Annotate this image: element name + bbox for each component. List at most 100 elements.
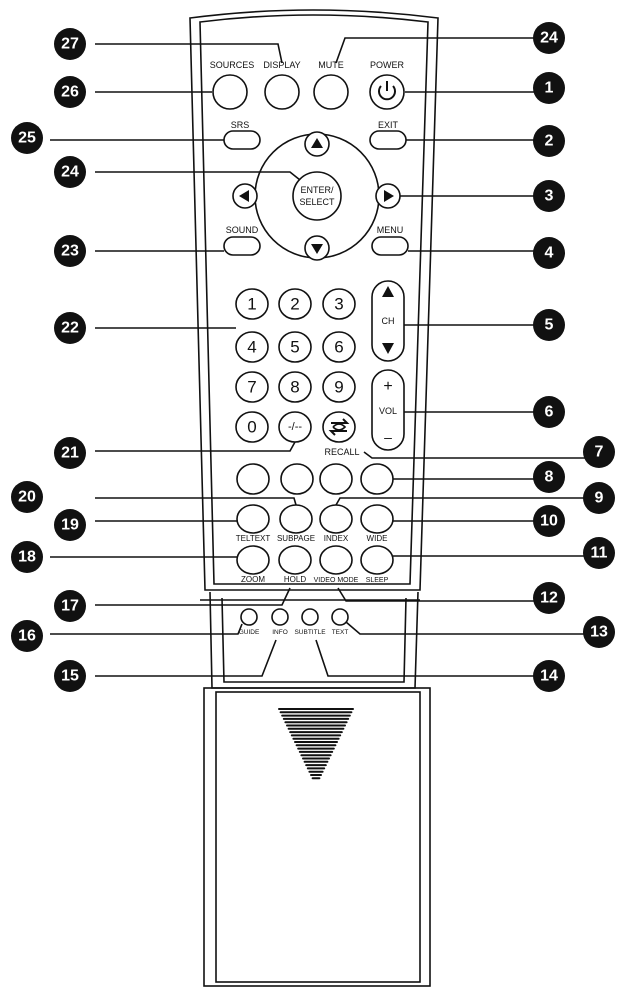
grille-line bbox=[279, 711, 353, 714]
grille-line bbox=[306, 767, 326, 770]
callout-6-label: 6 bbox=[545, 404, 554, 421]
video-mode-label: VIDEO MODE bbox=[314, 577, 359, 584]
grille-line bbox=[302, 757, 330, 760]
digit-0-label: 0 bbox=[247, 418, 256, 437]
callout-19 bbox=[54, 509, 86, 541]
color-button-2[interactable] bbox=[280, 463, 314, 495]
sleep-label: SLEEP bbox=[366, 577, 389, 584]
callout-16 bbox=[11, 620, 43, 652]
color-button-1[interactable] bbox=[236, 463, 270, 495]
menu-label: MENU bbox=[377, 225, 404, 235]
exit-button[interactable] bbox=[369, 130, 407, 150]
subpage-label: SUBPAGE bbox=[277, 534, 315, 543]
digit-2-label: 2 bbox=[290, 295, 299, 314]
zoom-button[interactable] bbox=[236, 545, 270, 575]
digit-8-button[interactable] bbox=[278, 371, 312, 403]
callout-26 bbox=[54, 76, 86, 108]
volume-rocker[interactable] bbox=[371, 369, 405, 451]
sound-label: SOUND bbox=[226, 225, 259, 235]
guide-label: GUIDE bbox=[239, 629, 260, 636]
sound-button[interactable] bbox=[223, 236, 261, 256]
recall-button[interactable] bbox=[322, 411, 356, 443]
subtitle-button[interactable] bbox=[301, 608, 319, 626]
digit-9-button[interactable] bbox=[322, 371, 356, 403]
enter-select-button[interactable] bbox=[292, 171, 342, 221]
leader-lines bbox=[50, 37, 599, 677]
grille-line bbox=[297, 747, 335, 750]
callout-20-label: 20 bbox=[18, 489, 36, 506]
grille-line bbox=[282, 717, 350, 720]
callout-24-top bbox=[533, 22, 565, 54]
callout-4 bbox=[533, 237, 565, 269]
mute-button[interactable] bbox=[313, 74, 349, 110]
teltext-label: TELTEXT bbox=[236, 534, 271, 543]
sleep-button[interactable] bbox=[360, 545, 394, 575]
color-button-4[interactable] bbox=[360, 463, 394, 495]
remote-body bbox=[189, 9, 439, 987]
callout-badges: 1 2 3 4 5 6 7 8 9 10 11 12 13 14 15 16 1… bbox=[11, 22, 615, 692]
callout-14-label: 14 bbox=[540, 668, 558, 685]
wide-button[interactable] bbox=[360, 504, 394, 534]
teltext-button[interactable] bbox=[236, 504, 270, 534]
menu-button[interactable] bbox=[371, 236, 409, 256]
power-label: POWER bbox=[370, 60, 405, 70]
digit-7-button[interactable] bbox=[235, 371, 269, 403]
callout-8 bbox=[533, 461, 565, 493]
text-button[interactable] bbox=[331, 608, 349, 626]
numeric-keypad: 1 2 3 4 5 6 7 8 9 0 -/-- RECALL bbox=[235, 288, 360, 457]
digit-3-button[interactable] bbox=[322, 288, 356, 320]
sources-label: SOURCES bbox=[210, 60, 255, 70]
ch-label: CH bbox=[382, 316, 395, 326]
digit-2-button[interactable] bbox=[278, 288, 312, 320]
digit-7-label: 7 bbox=[247, 378, 256, 397]
enter-label-line2: SELECT bbox=[299, 197, 335, 207]
callout-9-label: 9 bbox=[595, 490, 604, 507]
callout-11-label: 11 bbox=[591, 545, 608, 562]
callout-10 bbox=[533, 505, 565, 537]
srs-button[interactable] bbox=[223, 130, 261, 150]
callout-12 bbox=[533, 582, 565, 614]
callout-6 bbox=[533, 396, 565, 428]
hold-button[interactable] bbox=[278, 545, 312, 575]
callout-23 bbox=[54, 235, 86, 267]
vol-minus-label: – bbox=[384, 429, 392, 445]
hold-label: HOLD bbox=[284, 575, 306, 584]
guide-button[interactable] bbox=[240, 608, 258, 626]
digit-1-button[interactable] bbox=[235, 288, 269, 320]
callout-25-label: 25 bbox=[18, 130, 36, 147]
power-button[interactable] bbox=[369, 74, 405, 110]
digit-6-label: 6 bbox=[334, 338, 343, 357]
grille-line bbox=[295, 744, 337, 747]
callout-3 bbox=[533, 180, 565, 212]
display-button[interactable] bbox=[264, 74, 300, 110]
callout-8-label: 8 bbox=[545, 469, 554, 486]
srs-label: SRS bbox=[231, 120, 250, 130]
grille-line bbox=[303, 760, 329, 763]
grille-line bbox=[278, 708, 354, 710]
grille-line bbox=[298, 750, 334, 753]
sources-button[interactable] bbox=[212, 74, 248, 110]
power-icon bbox=[378, 81, 396, 101]
digit-0-button[interactable] bbox=[235, 411, 269, 443]
video-mode-button[interactable] bbox=[319, 545, 353, 575]
grille-line bbox=[305, 764, 327, 767]
text-label: TEXT bbox=[332, 629, 349, 636]
channel-rocker[interactable] bbox=[371, 280, 405, 362]
recall-icon bbox=[328, 418, 350, 436]
callout-7-label: 7 bbox=[595, 444, 604, 461]
digit-4-button[interactable] bbox=[235, 331, 269, 363]
digit-6-button[interactable] bbox=[322, 331, 356, 363]
grille-line bbox=[286, 724, 346, 727]
subpage-button[interactable] bbox=[279, 504, 313, 534]
digit-5-button[interactable] bbox=[278, 331, 312, 363]
callout-24-enter bbox=[54, 156, 86, 188]
info-button[interactable] bbox=[271, 608, 289, 626]
color-button-3[interactable] bbox=[319, 463, 353, 495]
grille-line bbox=[310, 774, 322, 776]
exit-label: EXIT bbox=[378, 120, 399, 130]
index-button[interactable] bbox=[319, 504, 353, 534]
callout-12-label: 12 bbox=[540, 590, 558, 607]
callout-21 bbox=[54, 437, 86, 469]
zoom-label: ZOOM bbox=[241, 575, 265, 584]
